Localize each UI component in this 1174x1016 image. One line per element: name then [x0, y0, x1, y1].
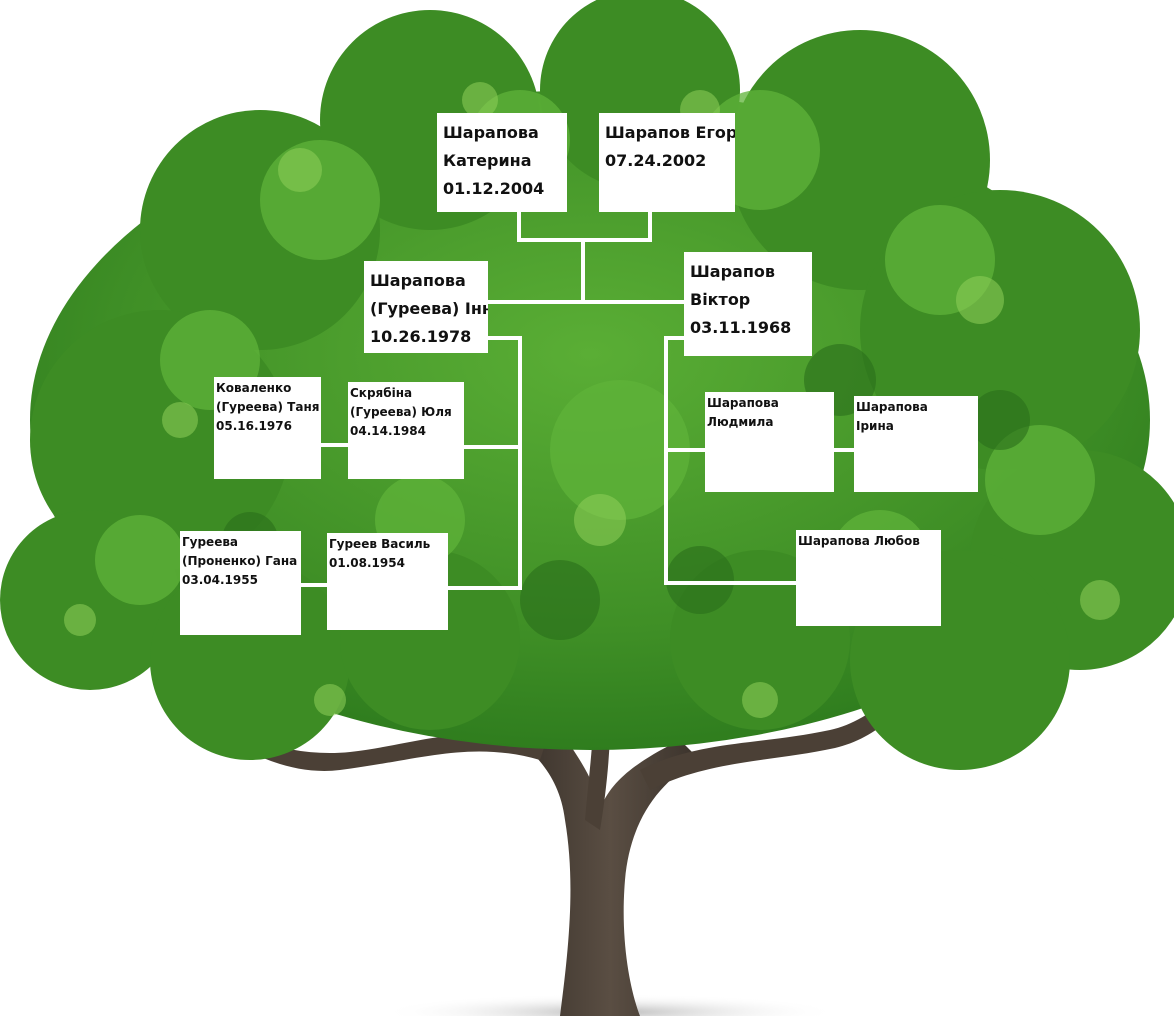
connector-children-to-parents — [517, 212, 652, 302]
person-card-inna: Шарапова (Гуреева) Інна 10.26.1978 — [364, 261, 488, 353]
person-name-line: Шарапова — [443, 123, 539, 142]
person-name-line: Шарапов — [690, 262, 775, 281]
person-birthdate: 07.24.2002 — [605, 151, 707, 170]
person-card-liubov: Шарапова Любов — [796, 530, 941, 626]
person-name-line: Шарапов Егор — [605, 123, 735, 142]
person-name-line: Гуреева — [182, 535, 239, 549]
person-name-line: (Гуреева) Юля — [350, 405, 452, 419]
person-birthdate: 10.26.1978 — [370, 327, 472, 346]
person-birthdate: 01.12.2004 — [443, 179, 545, 198]
person-name-line: Скрябіна — [350, 386, 413, 400]
person-name-line: Шарапова — [856, 400, 928, 414]
person-name-line: Катерина — [443, 151, 532, 170]
connector-inna-side — [448, 336, 522, 590]
person-card-yehor: Шарапов Егор 07.24.2002 — [599, 113, 735, 212]
person-name-line: Шарапова — [707, 396, 779, 410]
person-name-line: Гуреев Василь — [329, 537, 431, 551]
tree-branch-right — [640, 680, 915, 790]
person-birthdate: 01.08.1954 — [329, 556, 405, 570]
person-card-yulia: Скрябіна (Гуреева) Юля 04.14.1984 — [348, 382, 464, 479]
person-name-line: Шарапова Любов — [798, 534, 920, 548]
person-card-liudmyla: Шарапова Людмила — [705, 392, 834, 492]
tree-trunk — [520, 730, 700, 1016]
person-name-line: Людмила — [707, 415, 774, 429]
person-name-line: Віктор — [690, 290, 751, 309]
person-birthdate: 03.04.1955 — [182, 573, 258, 587]
person-birthdate: 04.14.1984 — [350, 424, 426, 438]
person-name-line: (Проненко) Гана — [182, 554, 298, 568]
person-birthdate: 05.16.1976 — [216, 419, 292, 433]
person-card-vasyl: Гуреев Василь 01.08.1954 — [327, 533, 448, 630]
person-card-tanya: Коваленко (Гуреева) Таня 05.16.1976 — [214, 377, 321, 479]
person-card-hanna: Гуреева (Проненко) Гана 03.04.1955 — [180, 531, 301, 635]
person-name-line: Шарапова — [370, 271, 466, 290]
person-card-viktor: Шарапов Віктор 03.11.1968 — [684, 252, 812, 356]
person-card-kateryna: Шарапова Катерина 01.12.2004 — [437, 113, 567, 212]
canopy-light-spots — [64, 82, 1120, 718]
person-name-line: Ірина — [856, 419, 894, 433]
person-name-line: (Гуреева) Таня — [216, 400, 320, 414]
person-name-line: Коваленко — [216, 381, 292, 395]
connector-viktor-side — [664, 336, 797, 585]
person-card-iryna: Шарапова Ірина — [854, 396, 978, 492]
person-birthdate: 03.11.1968 — [690, 318, 792, 337]
person-name-line: (Гуреева) Інна — [370, 299, 488, 318]
